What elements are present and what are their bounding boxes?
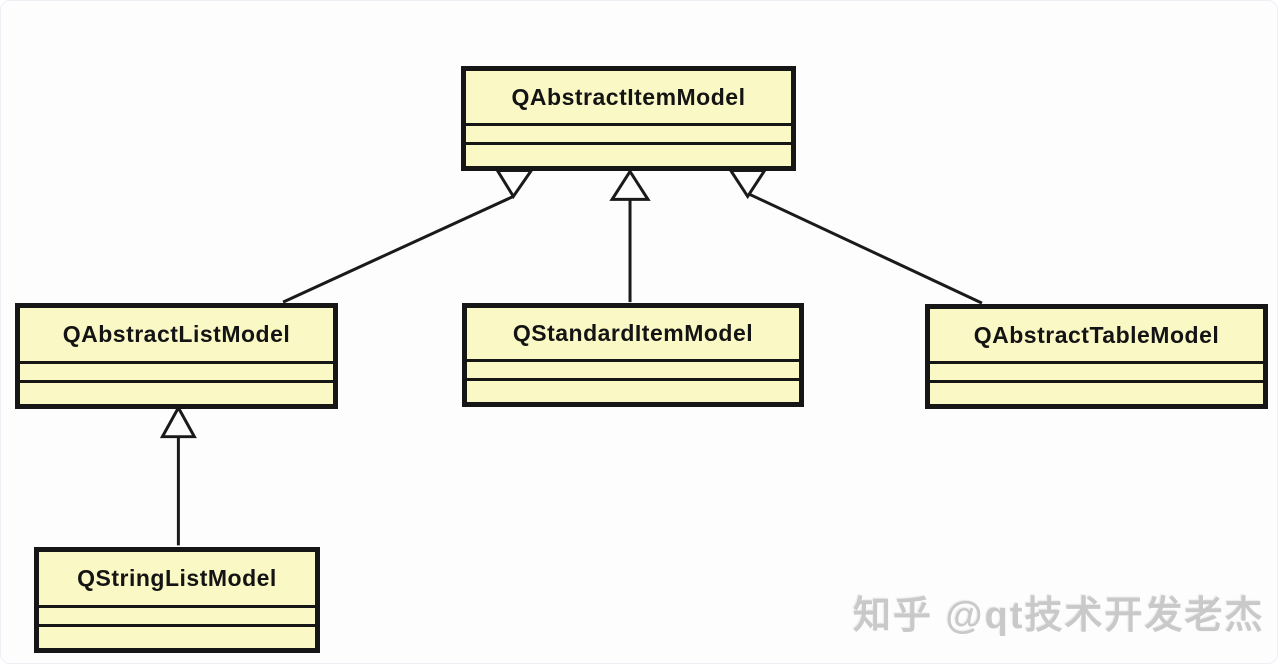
attributes-compartment <box>466 123 791 142</box>
class-name: QAbstractTableModel <box>973 321 1220 348</box>
class-name: QStandardItemModel <box>512 320 754 346</box>
operations-compartment <box>467 378 799 402</box>
generalization-arrowhead-icon <box>159 404 197 439</box>
attributes-compartment <box>930 361 1263 380</box>
operations-compartment <box>930 380 1263 404</box>
attributes-compartment <box>467 359 799 378</box>
class-box-qabstracttablemodel: QAbstractTableModel <box>925 304 1268 409</box>
zhihu-watermark: 知乎 @qt技术开发老杰 <box>853 595 1265 637</box>
class-box-qstandarditemmodel: QStandardItemModel <box>462 303 804 407</box>
attributes-compartment <box>20 361 333 380</box>
operations-compartment <box>20 380 333 404</box>
operations-compartment <box>466 142 791 166</box>
generalization-arrowhead-icon <box>727 168 768 200</box>
class-box-qabstractitemmodel: QAbstractItemModel <box>461 66 796 171</box>
class-name: QStringListModel <box>77 565 277 591</box>
class-name: QAbstractListModel <box>62 321 291 347</box>
edge-standardmodel-to-itemmodel <box>609 168 651 303</box>
edge-listmodel-to-itemmodel <box>282 168 535 304</box>
edge-tablemodel-to-itemmodel <box>727 168 983 305</box>
attributes-compartment <box>39 605 315 624</box>
class-name: QAbstractItemModel <box>511 83 746 110</box>
class-box-qabstractlistmodel: QAbstractListModel <box>15 303 338 409</box>
generalization-arrowhead-icon <box>609 168 651 201</box>
edge-stringlistmodel-to-listmodel <box>159 404 197 546</box>
operations-compartment <box>39 624 315 648</box>
class-box-qstringlistmodel: QStringListModel <box>34 547 320 653</box>
generalization-arrowhead-icon <box>494 168 535 200</box>
